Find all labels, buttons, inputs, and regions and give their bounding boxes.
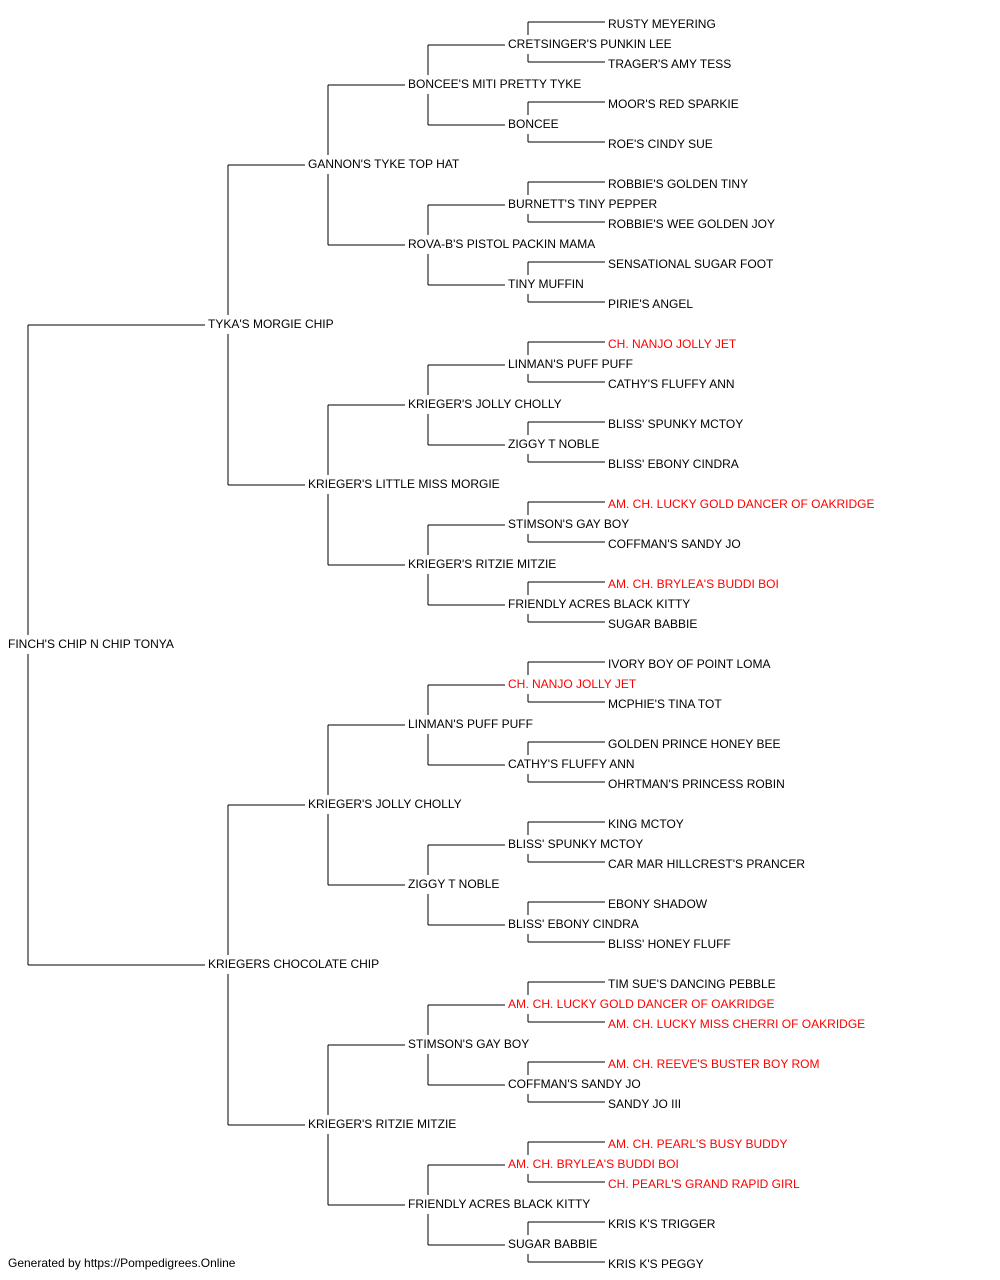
pedigree-entry-gen5-0: RUSTY MEYERING — [608, 17, 716, 31]
pedigree-entry-gen5-27: SANDY JO III — [608, 1097, 681, 1111]
pedigree-entry-gen5-6: SENSATIONAL SUGAR FOOT — [608, 257, 774, 271]
pedigree-entry-gen4-5: ZIGGY T NOBLE — [508, 437, 599, 451]
pedigree-entry-gen1-0: TYKA'S MORGIE CHIP — [208, 317, 334, 331]
pedigree-entry-gen5-9: CATHY'S FLUFFY ANN — [608, 377, 735, 391]
pedigree-entry-gen5-26: AM. CH. REEVE'S BUSTER BOY ROM — [608, 1057, 819, 1071]
pedigree-entry-gen3-0: BONCEE'S MITI PRETTY TYKE — [408, 77, 581, 91]
pedigree-entry-gen4-3: TINY MUFFIN — [508, 277, 584, 291]
pedigree-entry-gen2-1: KRIEGER'S LITTLE MISS MORGIE — [308, 477, 500, 491]
pedigree-entry-gen4-8: CH. NANJO JOLLY JET — [508, 677, 637, 691]
pedigree-entry-gen5-20: KING MCTOY — [608, 817, 684, 831]
pedigree-entry-gen5-13: COFFMAN'S SANDY JO — [608, 537, 741, 551]
pedigree-entry-gen5-29: CH. PEARL'S GRAND RAPID GIRL — [608, 1177, 800, 1191]
pedigree-entry-gen5-31: KRIS K'S PEGGY — [608, 1257, 704, 1271]
pedigree-entry-gen4-14: AM. CH. BRYLEA'S BUDDI BOI — [508, 1157, 679, 1171]
pedigree-entry-gen2-3: KRIEGER'S RITZIE MITZIE — [308, 1117, 456, 1131]
pedigree-entry-gen5-22: EBONY SHADOW — [608, 897, 708, 911]
pedigree-entry-gen2-0: GANNON'S TYKE TOP HAT — [308, 157, 460, 171]
pedigree-entry-gen5-8: CH. NANJO JOLLY JET — [608, 337, 737, 351]
pedigree-entry-gen5-4: ROBBIE'S GOLDEN TINY — [608, 177, 748, 191]
pedigree-entry-gen5-21: CAR MAR HILLCREST'S PRANCER — [608, 857, 805, 871]
pedigree-entry-gen5-18: GOLDEN PRINCE HONEY BEE — [608, 737, 781, 751]
pedigree-entry-gen5-30: KRIS K'S TRIGGER — [608, 1217, 716, 1231]
pedigree-entry-gen3-3: KRIEGER'S RITZIE MITZIE — [408, 557, 556, 571]
pedigree-entry-gen5-1: TRAGER'S AMY TESS — [608, 57, 731, 71]
pedigree-entry-gen4-13: COFFMAN'S SANDY JO — [508, 1077, 641, 1091]
pedigree-entry-gen5-10: BLISS' SPUNKY MCTOY — [608, 417, 743, 431]
pedigree-entry-gen5-11: BLISS' EBONY CINDRA — [608, 457, 739, 471]
pedigree-entry-gen4-15: SUGAR BABBIE — [508, 1237, 597, 1251]
pedigree-entry-gen0-0: FINCH'S CHIP N CHIP TONYA — [8, 637, 174, 651]
pedigree-entry-gen5-16: IVORY BOY OF POINT LOMA — [608, 657, 771, 671]
pedigree-entry-gen4-4: LINMAN'S PUFF PUFF — [508, 357, 633, 371]
pedigree-entry-gen4-12: AM. CH. LUCKY GOLD DANCER OF OAKRIDGE — [508, 997, 775, 1011]
pedigree-entry-gen4-9: CATHY'S FLUFFY ANN — [508, 757, 635, 771]
pedigree-entry-gen4-1: BONCEE — [508, 117, 559, 131]
pedigree-entry-gen3-6: STIMSON'S GAY BOY — [408, 1037, 529, 1051]
pedigree-entry-gen5-3: ROE'S CINDY SUE — [608, 137, 713, 151]
pedigree-entry-gen4-7: FRIENDLY ACRES BLACK KITTY — [508, 597, 690, 611]
pedigree-entry-gen5-2: MOOR'S RED SPARKIE — [608, 97, 739, 111]
pedigree-entry-gen5-15: SUGAR BABBIE — [608, 617, 697, 631]
pedigree-entry-gen5-25: AM. CH. LUCKY MISS CHERRI OF OAKRIDGE — [608, 1017, 865, 1031]
pedigree-entry-gen5-24: TIM SUE'S DANCING PEBBLE — [608, 977, 776, 991]
pedigree-entry-gen3-2: KRIEGER'S JOLLY CHOLLY — [408, 397, 562, 411]
footer-credit: Generated by https://Pompedigrees.Online — [8, 1256, 236, 1270]
pedigree-entry-gen5-14: AM. CH. BRYLEA'S BUDDI BOI — [608, 577, 779, 591]
pedigree-entry-gen3-5: ZIGGY T NOBLE — [408, 877, 499, 891]
pedigree-entry-gen5-7: PIRIE'S ANGEL — [608, 297, 693, 311]
pedigree-entry-gen5-19: OHRTMAN'S PRINCESS ROBIN — [608, 777, 785, 791]
pedigree-entry-gen5-17: MCPHIE'S TINA TOT — [608, 697, 722, 711]
pedigree-entry-gen5-12: AM. CH. LUCKY GOLD DANCER OF OAKRIDGE — [608, 497, 875, 511]
pedigree-entry-gen5-23: BLISS' HONEY FLUFF — [608, 937, 731, 951]
pedigree-entry-gen4-2: BURNETT'S TINY PEPPER — [508, 197, 658, 211]
pedigree-entry-gen3-7: FRIENDLY ACRES BLACK KITTY — [408, 1197, 590, 1211]
pedigree-entry-gen2-2: KRIEGER'S JOLLY CHOLLY — [308, 797, 462, 811]
pedigree-entry-gen5-5: ROBBIE'S WEE GOLDEN JOY — [608, 217, 775, 231]
pedigree-entry-gen3-1: ROVA-B'S PISTOL PACKIN MAMA — [408, 237, 595, 251]
pedigree-entry-gen1-1: KRIEGERS CHOCOLATE CHIP — [208, 957, 379, 971]
pedigree-entry-gen4-10: BLISS' SPUNKY MCTOY — [508, 837, 643, 851]
pedigree-entry-gen4-11: BLISS' EBONY CINDRA — [508, 917, 639, 931]
pedigree-entry-gen4-0: CRETSINGER'S PUNKIN LEE — [508, 37, 672, 51]
pedigree-entry-gen3-4: LINMAN'S PUFF PUFF — [408, 717, 533, 731]
pedigree-entry-gen4-6: STIMSON'S GAY BOY — [508, 517, 629, 531]
pedigree-entry-gen5-28: AM. CH. PEARL'S BUSY BUDDY — [608, 1137, 787, 1151]
